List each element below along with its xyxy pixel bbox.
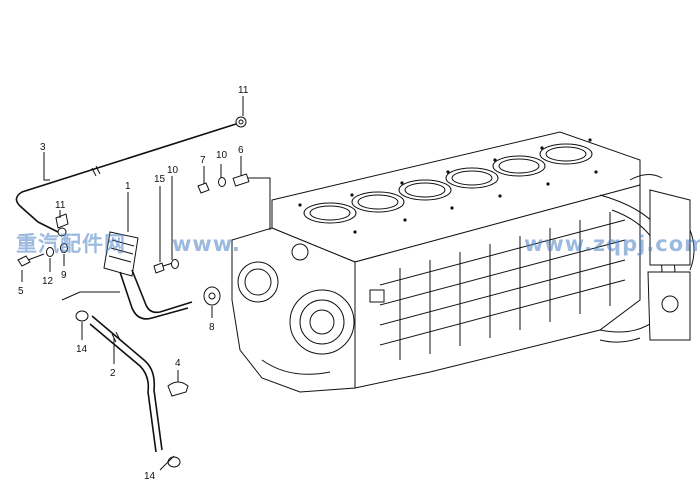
watermark-left: 重汽配件网: [16, 232, 126, 256]
label-5: 5: [18, 286, 24, 297]
label-9: 9: [61, 270, 67, 281]
leader-lines: [21, 96, 271, 471]
label-6: 6: [238, 145, 244, 156]
label-7: 7: [200, 155, 206, 166]
watermark: 重汽配件网 www. www.zqpj.com: [16, 232, 700, 256]
label-11-top: 11: [238, 85, 249, 96]
label-14-bottom: 14: [144, 471, 156, 482]
label-10-left: 10: [167, 165, 179, 176]
label-4: 4: [175, 358, 181, 369]
watermark-mid: www.: [172, 232, 241, 256]
part-labels: 11 3 1 11 15 10 7 10 6 5 12 9 8 14 2 4 1…: [18, 85, 249, 482]
engine-block: [231, 131, 695, 393]
label-11-lower: 11: [55, 200, 66, 211]
label-3: 3: [40, 142, 46, 153]
label-1: 1: [125, 181, 131, 192]
label-8: 8: [209, 322, 215, 333]
label-15: 15: [154, 174, 166, 185]
watermark-right: www.zqpj.com: [524, 232, 700, 256]
label-10-right: 10: [216, 150, 228, 161]
oil-pipe-assembly: [15, 116, 250, 468]
label-2: 2: [110, 368, 116, 379]
label-14-top: 14: [76, 344, 88, 355]
label-12: 12: [42, 276, 54, 287]
